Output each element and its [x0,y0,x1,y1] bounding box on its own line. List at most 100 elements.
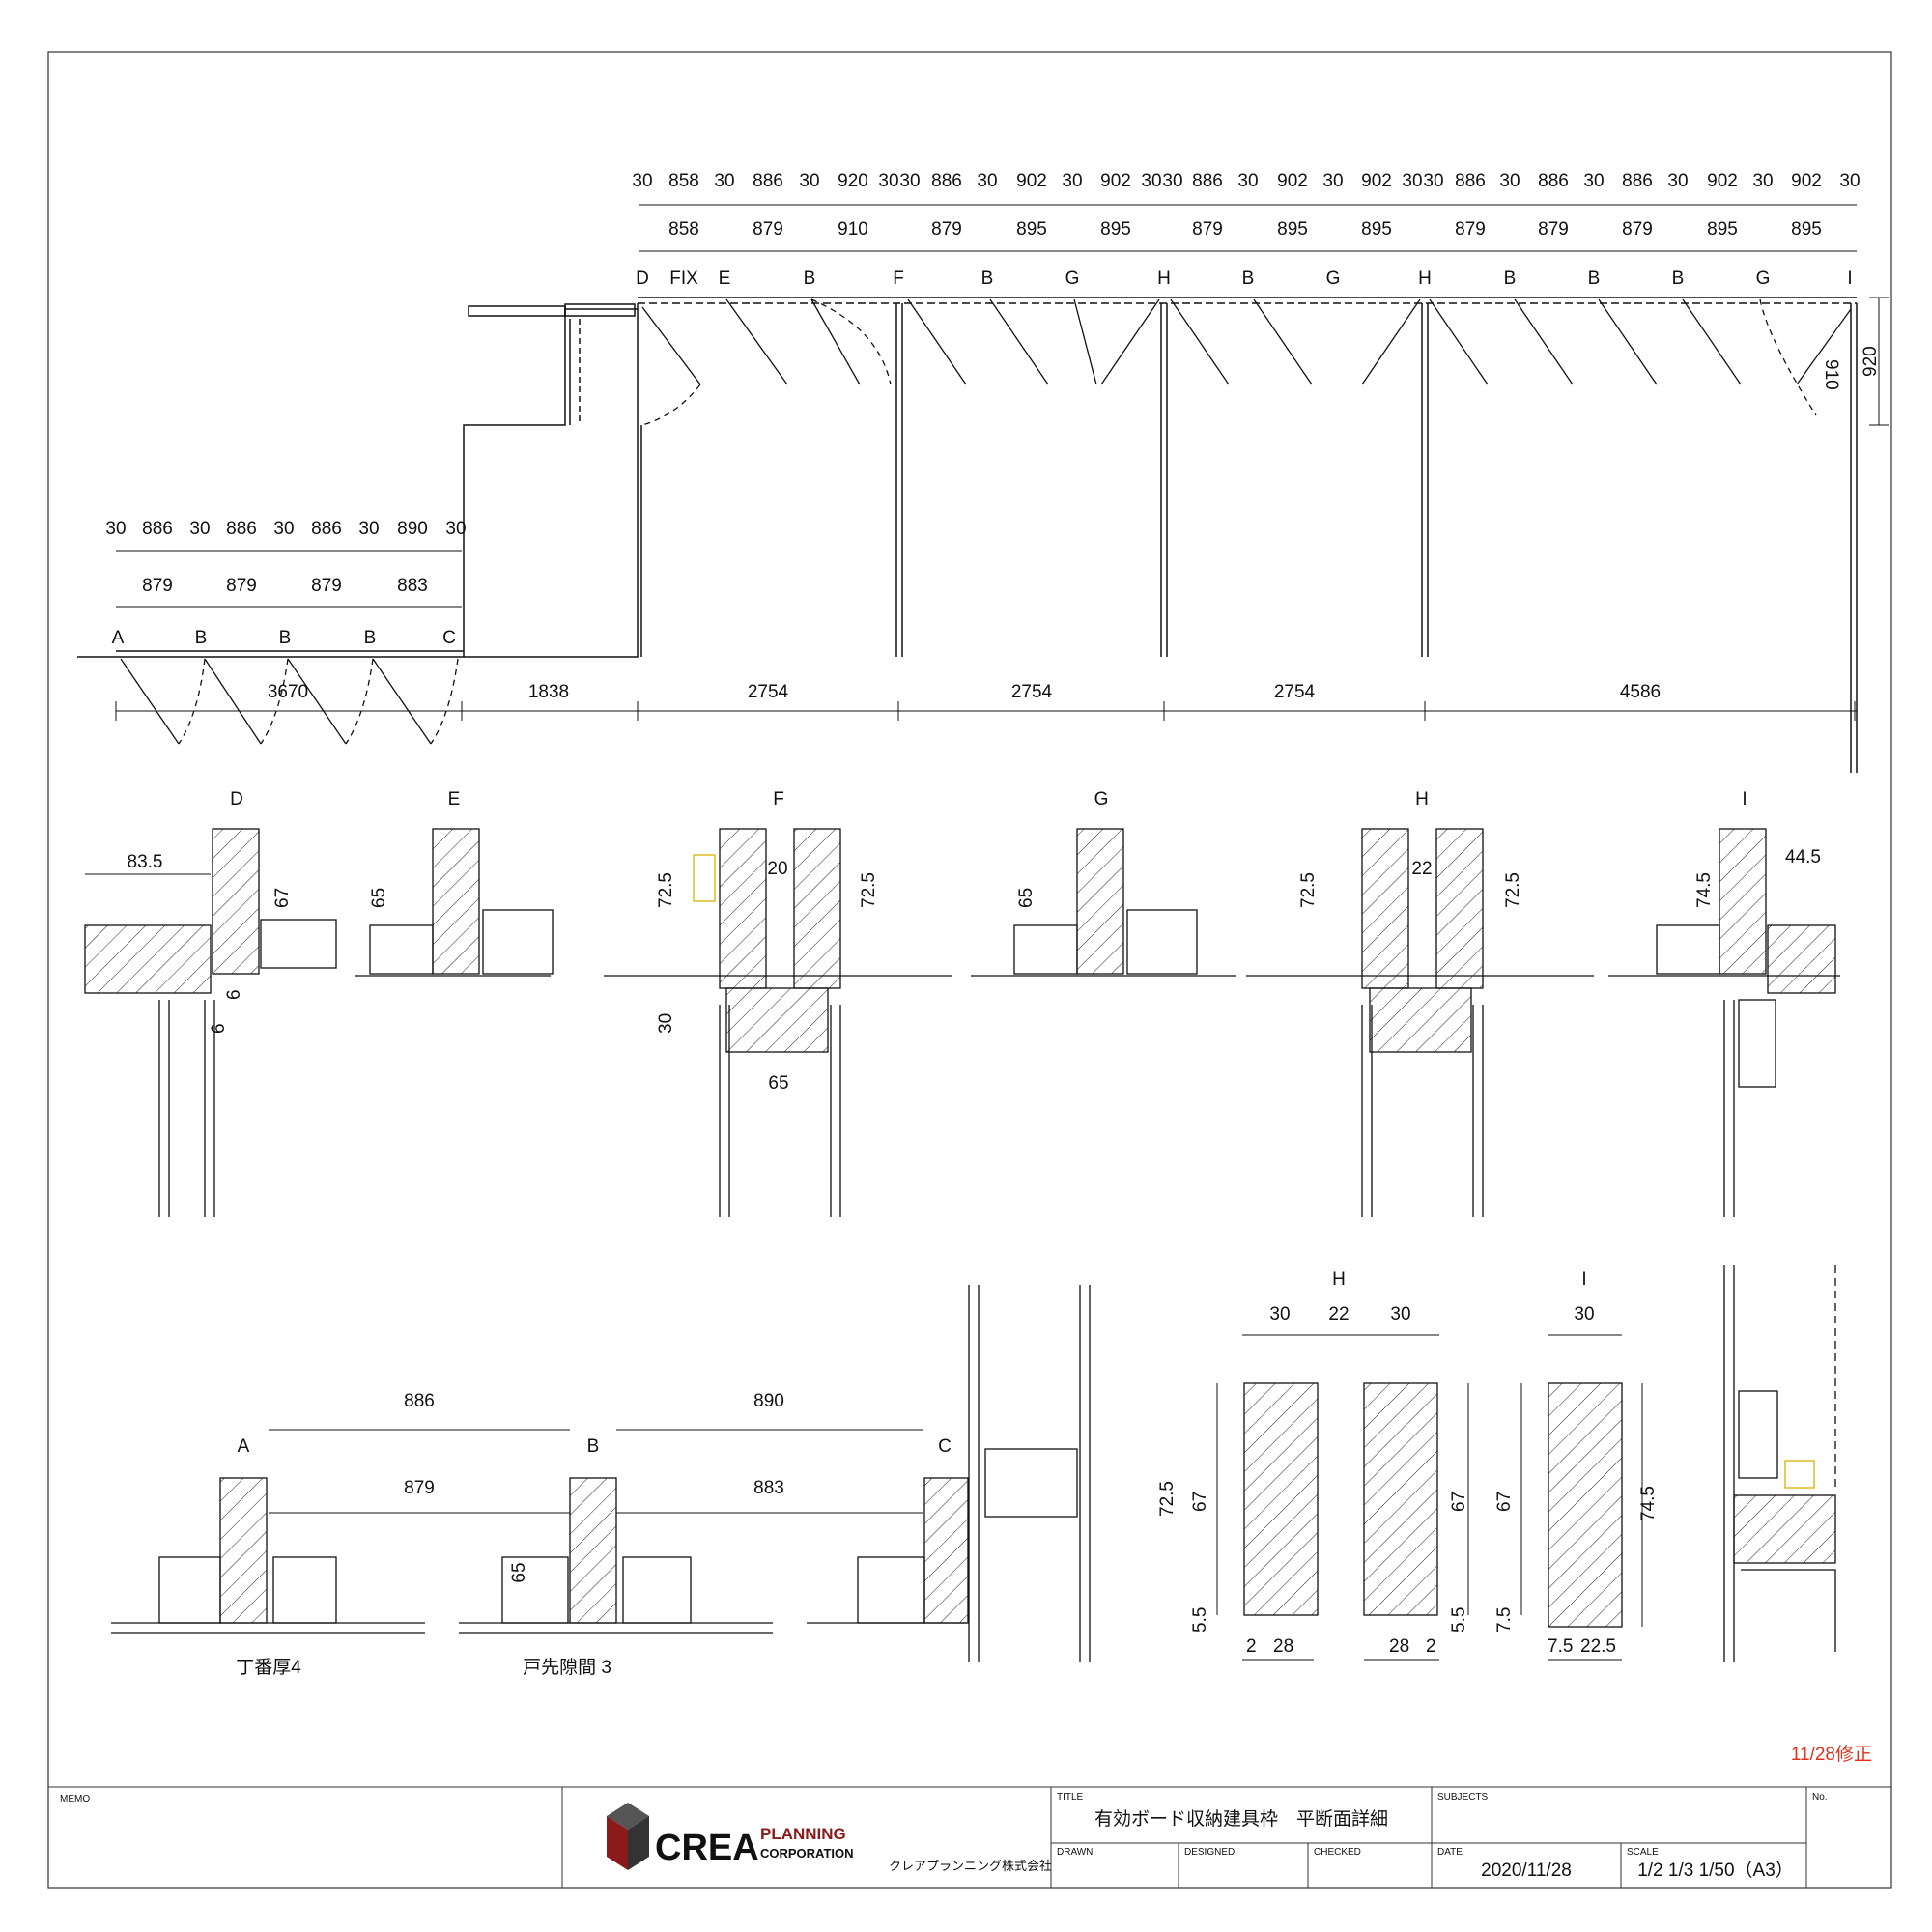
node-label: B [804,269,816,289]
dim-label: 20 [767,859,787,879]
dim-label: 30 [1390,1304,1410,1324]
dim-label: 30 [1583,171,1604,191]
dim-label: 879 [311,576,342,596]
number-label: No. [1812,1792,1828,1803]
dim-label: 44.5 [1785,847,1821,867]
dim-label: 22.5 [1580,1636,1616,1657]
dim-label: 30 [1062,171,1082,191]
node-label: B [364,628,377,648]
profile-title-h: H [1332,1269,1346,1290]
logo-sub-text-2: CORPORATION [760,1846,854,1861]
section-drawings [84,828,1840,1217]
dim-label: 886 [404,1391,435,1411]
dim-label: 30 [899,171,920,191]
dim-label: 886 [753,171,783,191]
dim-label: 72.5 [859,872,879,908]
dim-label: 6 [209,1023,229,1034]
plan-left-dims-row2: 879 879 879 883 [142,576,428,596]
dim-label: 886 [931,171,962,191]
dim-label: 902 [1100,171,1131,191]
dim-label: 879 [1455,219,1486,240]
dim-label: 65 [1016,888,1037,908]
node-label: G [1326,269,1341,289]
node-label: E [719,269,731,289]
node-label: C [442,628,456,648]
dim-label: 30 [1237,171,1258,191]
logo-mark [628,1816,649,1870]
dim-label: 4586 [1620,682,1661,702]
dim-label: 74.5 [1638,1486,1659,1521]
lower-details [111,1285,1091,1662]
dim-label: 879 [404,1478,435,1498]
dim-label: 879 [226,576,257,596]
plan-left-dims-row1: 30 886 30 886 30 886 30 890 30 [105,519,466,539]
node-label: H [1418,269,1432,289]
dim-label: 30 [273,519,294,539]
plan-top-labels: D FIX E B F B G H B G H B B B G I [636,269,1853,289]
plan-top-dims-row1: 30 858 30 886 30 920 30 30 886 30 902 30… [632,171,1860,191]
dim-label: 65 [369,888,389,908]
section-dims: 83.5 67 6 6 65 20 72.5 72.5 30 65 65 22 … [128,847,1821,1094]
profile-texts: H I 30 22 30 30 72.5 67 5.5 67 5.5 67 7.… [1157,1269,1659,1657]
hinge-thickness-note: 丁番厚4 [236,1657,301,1678]
node-label: I [1847,269,1852,289]
plan-right-dims: 910 920 [1821,346,1881,389]
dim-label: 895 [1277,219,1308,240]
plan-bottom-dims: 3670 1838 2754 2754 2754 4586 [268,682,1661,702]
dim-label: 920 [838,171,868,191]
lower-label-c: C [938,1436,952,1457]
dim-label: 2754 [748,682,789,702]
dim-label: 879 [1192,219,1223,240]
node-label: B [1672,269,1685,289]
dim-label: 30 [1322,171,1343,191]
dim-label: 895 [1791,219,1822,240]
dim-label: 30 [1162,171,1182,191]
node-label: F [893,269,904,289]
dim-label: 30 [714,171,734,191]
title-block-texts: MEMO TITLE 有効ボード収納建具枠 平断面詳細 SUBJECTS No.… [60,1792,1828,1881]
door-gap-note: 戸先隙間 3 [523,1657,611,1678]
dim-label: 30 [445,519,466,539]
dim-label: 30 [1423,171,1443,191]
dim-label: 67 [272,888,293,908]
section-title-d: D [230,789,243,810]
dim-label: 30 [977,171,997,191]
dim-label: 65 [768,1073,788,1094]
plan-left-labels: A B B B C [112,628,456,648]
dim-label: 67 [1449,1492,1469,1512]
dim-label: 883 [753,1478,784,1498]
dim-label: 72.5 [656,872,676,908]
drawn-label: DRAWN [1057,1847,1093,1858]
dim-label: 6 [224,989,244,1000]
memo-label: MEMO [60,1794,90,1804]
dim-label: 910 [1821,359,1841,390]
dim-label: 879 [142,576,173,596]
dim-label: 30 [1667,171,1688,191]
dim-label: 22 [1328,1304,1349,1324]
dim-label: 879 [753,219,783,240]
dim-label: 895 [1707,219,1738,240]
dim-label: 886 [1538,171,1569,191]
dim-label: 30 [105,519,126,539]
dim-label: 30 [1752,171,1773,191]
date-label: DATE [1437,1847,1463,1858]
dim-label: 2 [1426,1636,1436,1657]
dim-label: 879 [1538,219,1569,240]
dim-label: 879 [1622,219,1653,240]
dim-label: 890 [753,1391,784,1411]
dim-label: 895 [1100,219,1131,240]
section-titles: D E F G H I [230,789,1747,810]
dim-label: 910 [838,219,868,240]
node-label: H [1157,269,1171,289]
dim-label: 2754 [1011,682,1053,702]
node-label: G [1065,269,1080,289]
dim-label: 72.5 [1157,1481,1178,1517]
dim-label: 902 [1791,171,1822,191]
company-name-jp: クレアプランニング株式会社 [889,1859,1052,1873]
dim-label: 30 [1839,171,1860,191]
dim-label: 902 [1707,171,1738,191]
lower-label-a: A [238,1436,250,1457]
profile-title-i: I [1581,1269,1586,1290]
dim-label: 886 [142,519,173,539]
dim-label: 74.5 [1694,872,1715,908]
